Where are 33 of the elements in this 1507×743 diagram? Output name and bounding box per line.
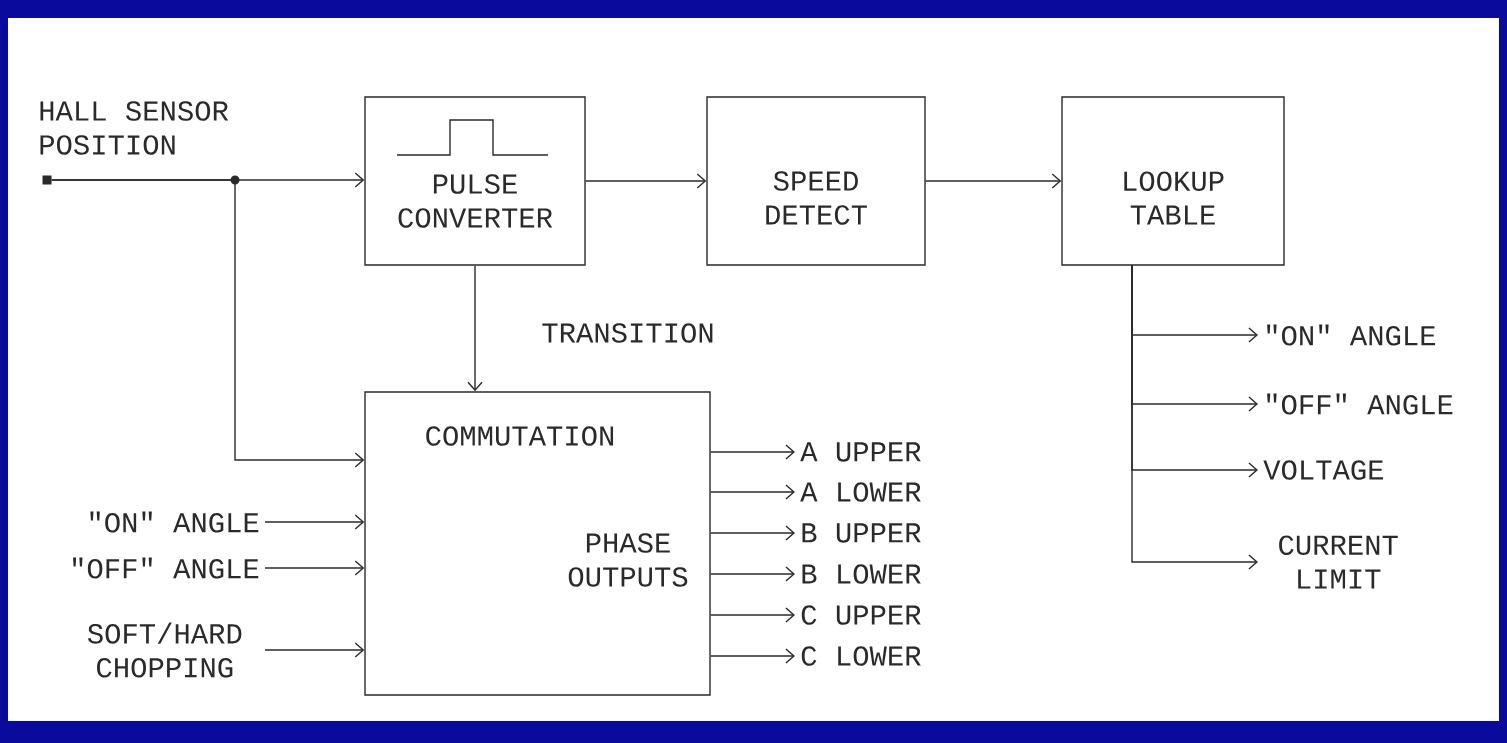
signal-label: A LOWER — [800, 482, 921, 502]
process-box: SPEED DETECT — [706, 96, 926, 266]
arrow — [264, 560, 365, 576]
process-box: PULSE CONVERTER — [364, 96, 586, 266]
signal-label: "ON" ANGLE — [90, 511, 259, 533]
signal-label: C LOWER — [801, 646, 921, 666]
process-box: COMMUTATION PHASE OUTPUTS — [364, 391, 711, 696]
signal-label: A UPPER — [800, 442, 921, 462]
arrow — [585, 173, 707, 189]
signal-label: HALL SENSOR POSITION — [40, 101, 229, 155]
signal-label: VOLTAGE — [1263, 460, 1384, 480]
signal-label: C UPPER — [801, 605, 921, 625]
arrow — [51, 179, 365, 468]
signal-label: CURRENT LIMIT — [1279, 535, 1398, 589]
arrow — [1131, 264, 1258, 570]
arrow — [925, 173, 1062, 189]
arrow — [710, 525, 795, 541]
signal-label: B UPPER — [802, 523, 921, 543]
signal-label: "OFF" ANGLE — [73, 557, 259, 579]
arrow — [264, 514, 365, 530]
arrow — [710, 607, 795, 623]
signal-label: "ON" ANGLE — [1267, 324, 1436, 346]
signal-label: "OFF" ANGLE — [1267, 393, 1453, 415]
edge-label: TRANSITION — [539, 321, 717, 345]
arrow — [467, 265, 483, 392]
arrow — [710, 648, 795, 664]
arrow — [710, 566, 795, 582]
arrow — [710, 444, 795, 460]
process-box: LOOKUP TABLE — [1061, 96, 1285, 266]
signal-label: SOFT/HARD CHOPPING — [87, 622, 242, 678]
signal-label: B LOWER — [802, 564, 921, 584]
arrow — [264, 642, 365, 658]
arrow — [710, 484, 795, 500]
